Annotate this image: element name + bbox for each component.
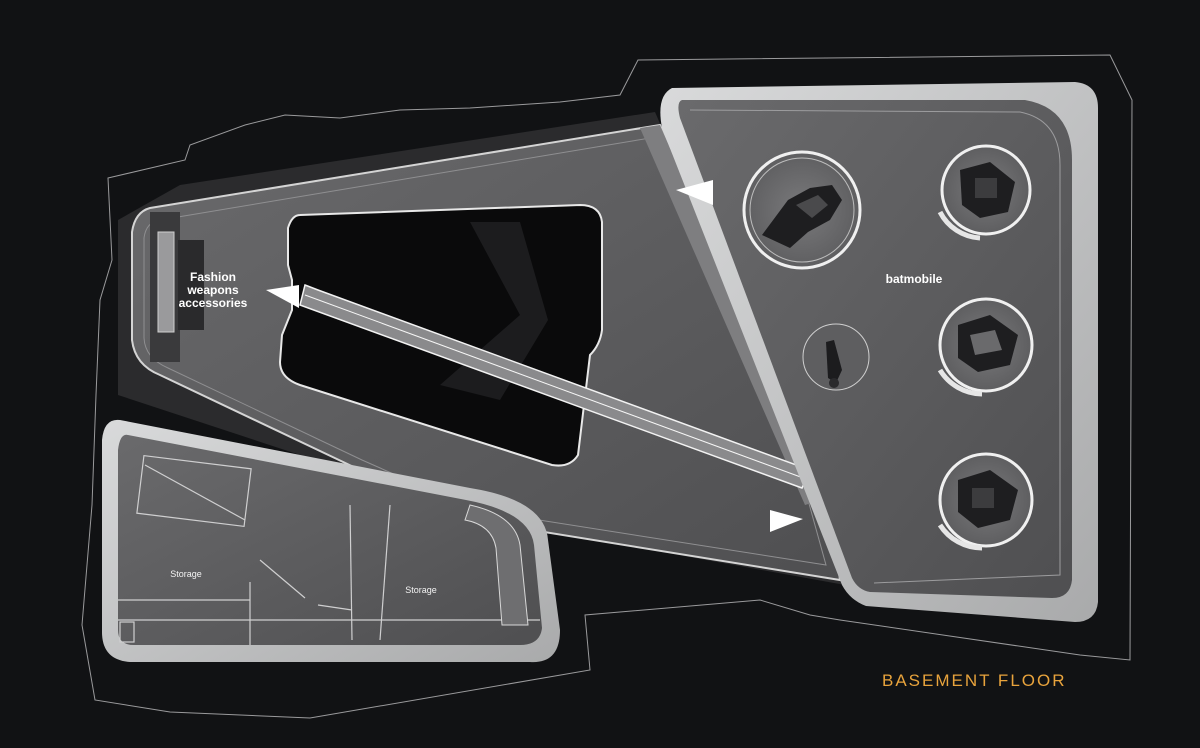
motorcycle-vehicle-icon (826, 340, 842, 388)
fashion-display-shadow (178, 240, 204, 330)
storage-block-floor (118, 434, 542, 645)
site-outline (81, 54, 1133, 719)
storage-staircase (464, 504, 529, 626)
zone-label-accessories: accessories (179, 296, 248, 310)
fashion-display-counter (157, 231, 175, 333)
zone-label-storage-right: Storage (405, 585, 437, 595)
batmobile-vehicle-icon (762, 185, 842, 248)
void-inner-chevron (440, 222, 548, 400)
drawing-title: BASEMENT FLOOR (882, 671, 1067, 690)
zone-label-batmobile: batmobile (886, 272, 943, 286)
arrow-right-icon (770, 510, 803, 532)
platform-batmobile (742, 150, 862, 270)
zone-label-fashion: Fashion (190, 270, 236, 284)
batmobile-hall-inner-line (689, 109, 1061, 584)
arrow-left-icon-2 (266, 285, 299, 308)
storage-internal-walls (118, 454, 540, 645)
platform-tumbler-2 (937, 297, 1034, 397)
platform-tumbler-3 (937, 452, 1034, 551)
escalator-edge (304, 294, 807, 480)
platform-motorcycle (802, 323, 870, 391)
platform-tumbler (937, 144, 1032, 241)
zone-label-weapons: weapons (186, 283, 239, 297)
zone-label-storage-left: Storage (170, 569, 202, 579)
tumbler-vehicle-icon (960, 162, 1015, 218)
arrow-left-icon (676, 180, 713, 205)
